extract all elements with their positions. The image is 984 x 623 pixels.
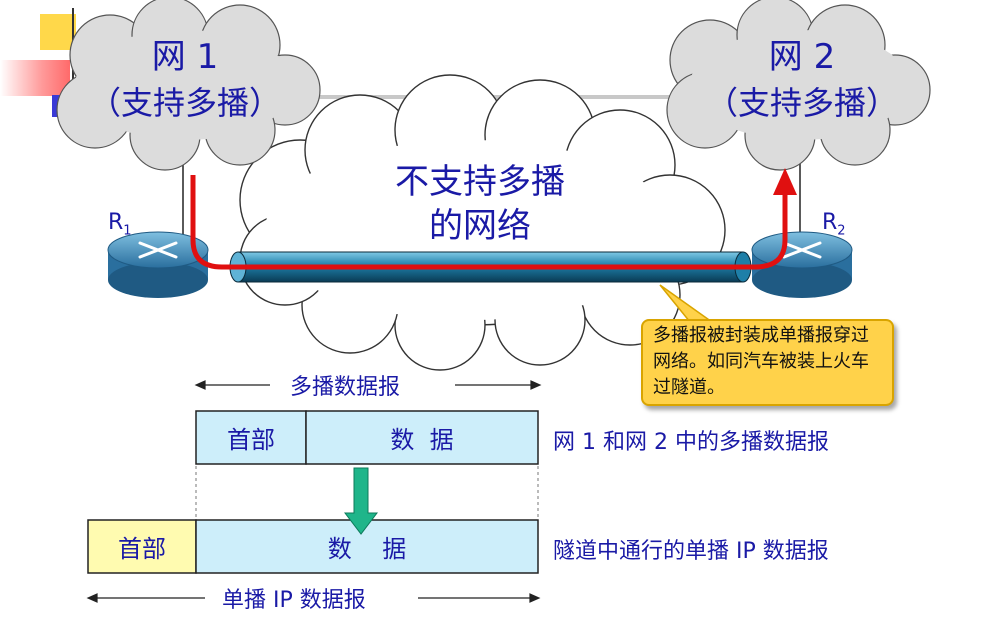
multicast-caption: 网 1 和网 2 中的多播数据报 xyxy=(553,430,829,455)
net2-name: 网 2 xyxy=(768,37,836,77)
deco-red-bar xyxy=(0,60,70,96)
unicast-header-text: 首部 xyxy=(118,535,166,563)
net2-label: 网 2 （支持多播） xyxy=(687,34,917,126)
multicast-label: 多播数据报 xyxy=(290,375,401,400)
multicast-dimension-arrows xyxy=(194,380,542,390)
net1-cloud xyxy=(56,0,321,171)
router-r1-letter: R xyxy=(108,210,124,235)
net1-name: 网 1 xyxy=(151,37,219,77)
multicast-header-text: 首部 xyxy=(227,426,275,454)
deco-yellow-square xyxy=(40,14,76,50)
net2-cloud xyxy=(666,0,931,171)
multicast-path-arrow xyxy=(190,175,788,270)
net2-sub: （支持多播） xyxy=(705,84,898,122)
multicast-path-arrowhead xyxy=(773,168,797,195)
multicast-data-box xyxy=(305,410,539,465)
unicast-data-box xyxy=(195,519,539,574)
multicast-data-text: 数 据 xyxy=(390,426,454,454)
net1-label: 网 1 （支持多播） xyxy=(70,34,300,126)
router-r1-label: R1 xyxy=(108,210,132,238)
unicast-data-text: 数 据 xyxy=(327,535,407,563)
middle-net-label: 不支持多播 的网络 xyxy=(360,160,600,248)
middle-net-line2: 的网络 xyxy=(429,206,531,246)
unicast-dimension-arrows xyxy=(86,593,541,603)
unicast-caption: 隧道中通行的单播 IP 数据报 xyxy=(553,539,829,564)
encapsulation-down-arrow xyxy=(343,467,379,535)
router-r1 xyxy=(107,231,209,298)
unicast-header-box xyxy=(87,519,197,574)
router-r1-sub: 1 xyxy=(123,223,132,239)
net1-sub: （支持多播） xyxy=(88,84,281,122)
middle-net-line1: 不支持多播 xyxy=(395,162,565,202)
unicast-label: 单播 IP 数据报 xyxy=(222,588,366,613)
router-r2-letter: R xyxy=(822,210,838,235)
tunnel-note: 多播报被封装成单播报穿过网络。如同汽车被装上火车过隧道。 xyxy=(641,319,894,406)
router-r2-label: R2 xyxy=(822,210,846,238)
router-r2-sub: 2 xyxy=(837,223,846,239)
